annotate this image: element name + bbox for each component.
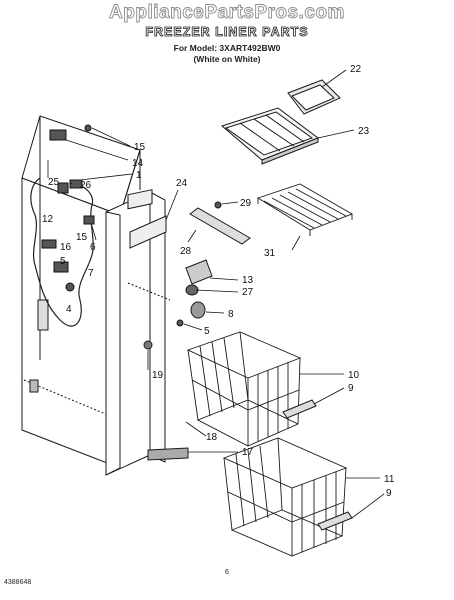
callout-27: 27 [242,287,254,298]
part-23-shelf [220,107,320,165]
page-number: 6 [225,569,229,576]
callout-29: 29 [240,198,252,209]
callout-15-mid: 15 [76,232,88,243]
freezer-liner-shell [21,115,141,469]
callout-14: 14 [132,158,144,169]
callout-5-right: 5 [204,326,210,337]
callout-9-upper: 9 [348,383,354,394]
part-31-wire-shelf [256,183,354,236]
diagram-title: FREEZER LINER PARTS [145,25,309,40]
callout-11: 11 [384,474,395,485]
part-24-cover [129,215,167,249]
part-10-basket [186,331,302,447]
callout-19: 19 [152,370,164,381]
model-subtitle: For Model: 3XART492BW0 [173,43,281,53]
part-22-bracket [287,79,341,115]
part-11-basket [222,437,348,557]
callout-1: 1 [136,170,142,181]
part-28-rail [189,201,251,245]
part-9-handle-b [317,511,353,531]
callout-23: 23 [358,126,370,137]
callout-31: 31 [264,248,276,259]
wire-harness [30,177,94,327]
callout-7: 7 [88,268,94,279]
parts-13-27-8-5 [127,259,213,327]
callout-8: 8 [228,309,234,320]
liner-small-parts [41,124,95,292]
callout-13: 13 [242,275,254,286]
callout-labels: 22 23 24 29 28 31 15 14 1 25 26 12 15 16… [42,64,395,499]
leader-lines [47,69,385,519]
document-number: 4388648 [4,579,32,586]
color-subtitle: (White on White) [193,54,261,64]
watermark: AppliancePartsPros.com [109,2,345,24]
callout-17: 17 [242,447,254,458]
callout-28: 28 [180,246,192,257]
callout-15-top: 15 [134,142,146,153]
side-panel [105,189,166,476]
callout-24: 24 [176,178,188,189]
callout-18: 18 [206,432,218,443]
callout-22: 22 [350,64,362,75]
callout-9-lower: 9 [386,488,392,499]
callout-26: 26 [80,180,92,191]
callout-6: 6 [90,242,96,253]
callout-10: 10 [348,370,360,381]
callout-25: 25 [48,177,60,188]
callout-16: 16 [60,242,72,253]
callout-12: 12 [42,214,54,225]
callout-4: 4 [66,304,72,315]
part-17-rail [147,447,189,461]
callout-5-left: 5 [60,256,66,267]
part-9-handle-a [282,399,317,419]
